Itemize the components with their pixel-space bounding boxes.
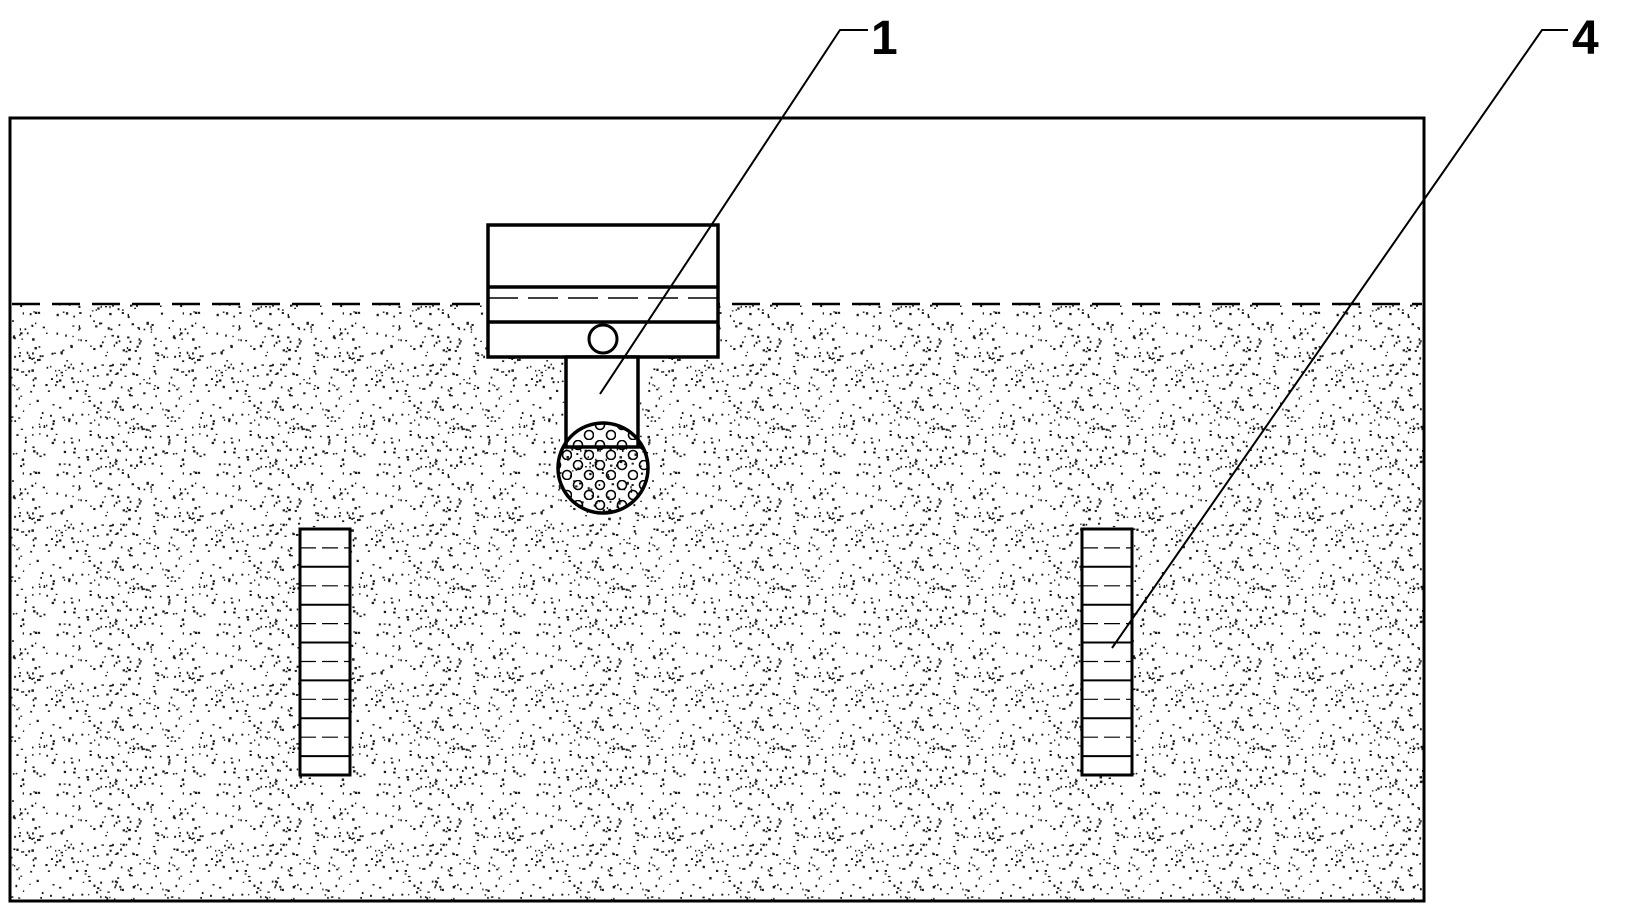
leader-line-1	[599, 29, 868, 395]
hinge-pin	[587, 323, 619, 355]
callout-4: 4	[1111, 12, 1599, 649]
column-body	[298, 527, 352, 777]
device-1-assembly	[486, 223, 720, 515]
leader-line-4	[1111, 29, 1568, 649]
callout-1: 1	[599, 12, 898, 395]
gravel-ball	[556, 421, 650, 515]
callout-label-1: 1	[871, 12, 898, 65]
column-body	[1080, 527, 1134, 777]
soil-region	[11, 304, 1423, 900]
sensor-column-left	[298, 527, 352, 777]
callout-label-4: 4	[1572, 12, 1599, 65]
sensor-column-right	[1080, 527, 1134, 777]
